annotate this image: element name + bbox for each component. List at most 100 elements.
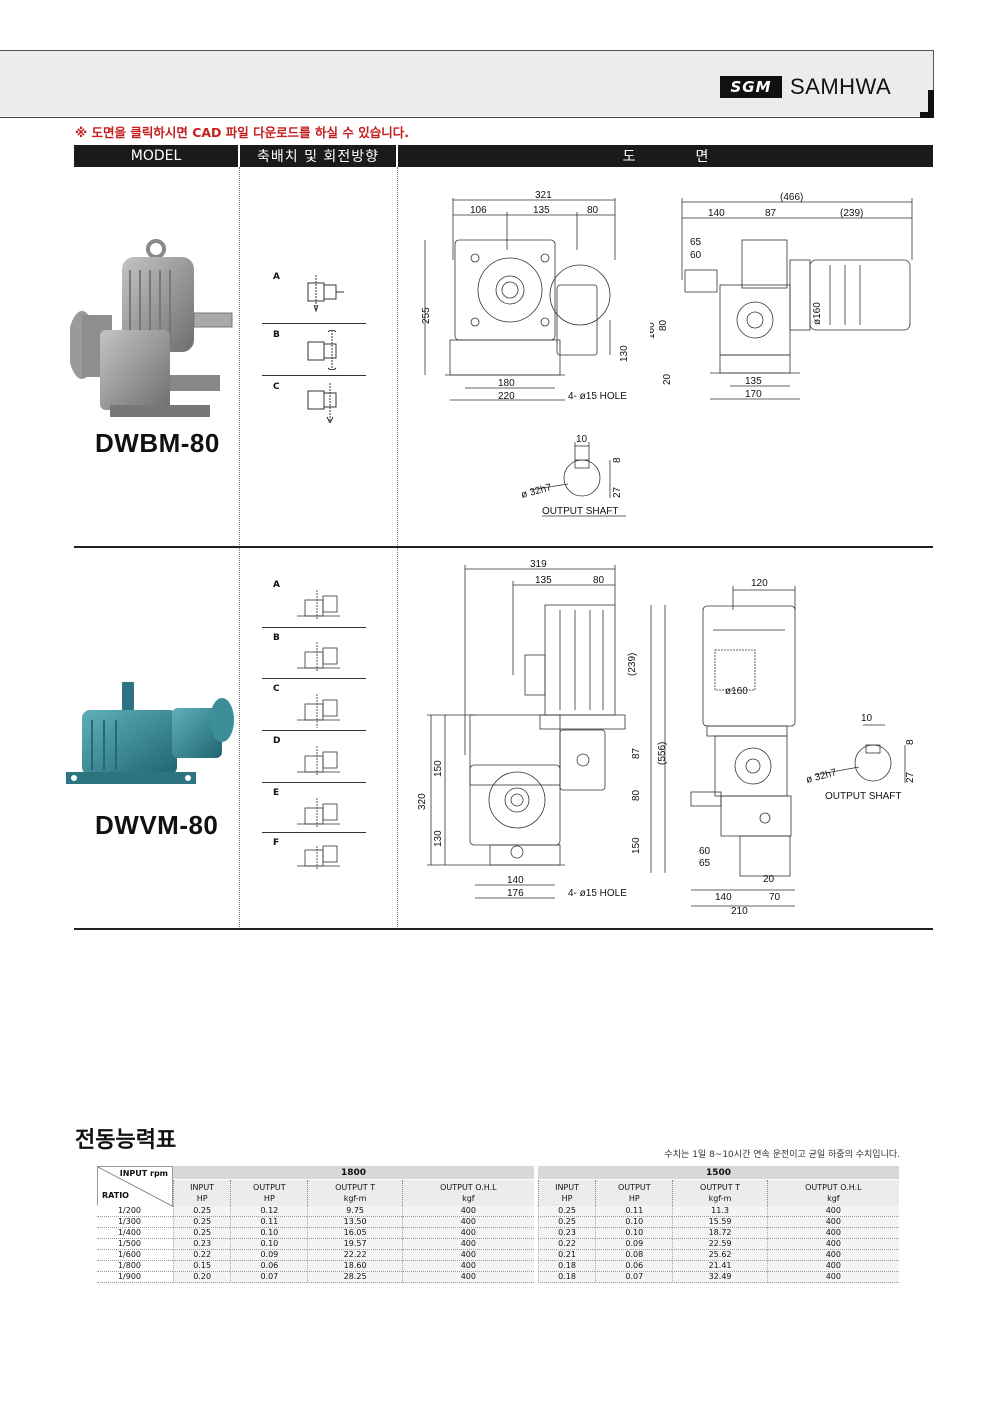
arrangement-diagram-c[interactable] [300,383,350,423]
arrangement-diagram-a[interactable] [300,275,350,315]
dim: (239) [627,653,638,676]
dim: 65 [690,237,702,248]
arrangement-separator [262,730,366,731]
subheader-line1: OUTPUT O.H.L [805,1183,862,1192]
value-cell: 0.18 [537,1272,596,1283]
dim: (556) [657,742,668,765]
dim: 130 [619,345,630,362]
drawing-front-dwvm-80[interactable]: 319 135 80 (239) (556) 87 80 150 320 150… [415,555,680,910]
drawing-output-shaft-dwbm-80[interactable]: 10 8 27 ø 32h7 OUTPUT SHAFT [520,428,640,523]
value-cell: 0.25 [537,1217,596,1228]
column-divider [397,167,398,929]
dim: 120 [751,578,768,589]
value-cell: 28.25 [307,1272,402,1283]
sgm-logo-icon: SGM [720,76,782,98]
subheader-line1: OUTPUT T [700,1183,741,1192]
value-cell: 0.10 [230,1239,308,1250]
subheader-line1: INPUT [190,1183,215,1192]
value-cell: 0.06 [595,1261,673,1272]
value-cell: 0.15 [173,1261,231,1272]
subheader-line1: OUTPUT O.H.L [440,1183,497,1192]
shaft-label: OUTPUT SHAFT [542,506,618,517]
dim: 8 [905,739,916,745]
subheader-line2: kgf [462,1194,475,1203]
value-cell: 21.41 [672,1261,767,1272]
ratio-cell: 1/800 [97,1261,173,1272]
value-cell: 400 [766,1239,899,1250]
cad-download-notice[interactable]: ※ 도면을 클릭하시면 CAD 파일 다운로드를 하실 수 있습니다. [75,125,409,140]
value-cell: 400 [401,1250,534,1261]
dim: 8 [612,457,623,463]
arrangement-diagram-b[interactable] [300,330,350,370]
column-header-drawing-a: 도 [622,149,636,165]
drawing-side-dwvm-80[interactable]: 120 ø160 60 65 20 140 70 210 [685,570,805,915]
value-cell: 11.3 [672,1206,767,1217]
corner-ratio-label: RATIO [102,1191,129,1200]
value-cell: 400 [401,1228,534,1239]
arrangement-letter: D [273,736,281,746]
ratio-cell: 1/200 [97,1206,173,1217]
value-cell: 400 [766,1228,899,1239]
subheader-line2: HP [196,1194,208,1203]
dim: 150 [631,837,642,854]
arrangement-letter: B [273,633,280,643]
model-photo-dwvm-80[interactable] [62,680,240,790]
value-cell: 0.20 [173,1272,231,1283]
column-divider [239,167,240,929]
dim: 321 [535,190,552,201]
value-cell: 0.25 [537,1206,596,1217]
value-cell: 0.25 [173,1217,231,1228]
subheader-line1: OUTPUT [253,1183,286,1192]
subheader-line2: kgf-m [343,1194,367,1203]
dim: 70 [769,892,781,903]
value-cell: 13.50 [307,1217,402,1228]
dim: ø 32h7 [520,482,553,501]
model-photo-dwbm-80[interactable] [70,235,235,425]
dim: 320 [417,793,428,810]
column-subheader: OUTPUT O.H.L kgf [401,1180,534,1206]
arrangement-separator [262,627,366,628]
arrangement-letter: F [273,838,280,848]
dim: 106 [470,205,487,216]
table-note: 수치는 1일 8~10시간 연속 운전이고 균일 하중의 수치입니다. [664,1150,901,1160]
dim: 140 [715,892,732,903]
column-header-model: MODEL [74,145,238,167]
value-cell: 22.59 [672,1239,767,1250]
value-cell: 9.75 [307,1206,402,1217]
ratio-cell: 1/600 [97,1250,173,1261]
value-cell: 22.22 [307,1250,402,1261]
dim: 255 [421,307,432,324]
subheader-line1: OUTPUT [618,1183,651,1192]
dim: 130 [433,830,444,847]
brand-logo[interactable]: SGM SAMHWA [720,74,891,100]
value-cell: 0.25 [173,1206,231,1217]
dim: 220 [498,391,515,402]
section-divider [74,546,933,548]
model-name: DWBM-80 [95,428,220,458]
ratio-cell: 1/300 [97,1217,173,1228]
drawing-front-dwbm-80[interactable]: 321 106 135 80 255 130 180 220 4- ø15 HO… [415,190,645,410]
value-cell: 0.22 [537,1239,596,1250]
dim: 80 [631,789,642,801]
value-cell: 0.22 [173,1250,231,1261]
arrangement-diagrams-dwvm-80[interactable] [295,590,355,870]
subheader-line2: kgf [827,1194,840,1203]
dim: 160 [650,322,657,339]
dim: ø160 [725,686,748,697]
value-cell: 400 [401,1239,534,1250]
value-cell: 400 [401,1217,534,1228]
value-cell: 0.09 [595,1239,673,1250]
dim: 27 [612,486,623,498]
value-cell: 0.10 [230,1228,308,1239]
drawing-side-dwbm-80[interactable]: (466) 140 87 (239) 65 60 80 160 20 ø160 … [650,190,920,410]
drawing-output-shaft-dwvm-80[interactable]: 10 8 27 ø 32h7 OUTPUT SHAFT [805,705,930,805]
dim: 135 [535,575,552,586]
